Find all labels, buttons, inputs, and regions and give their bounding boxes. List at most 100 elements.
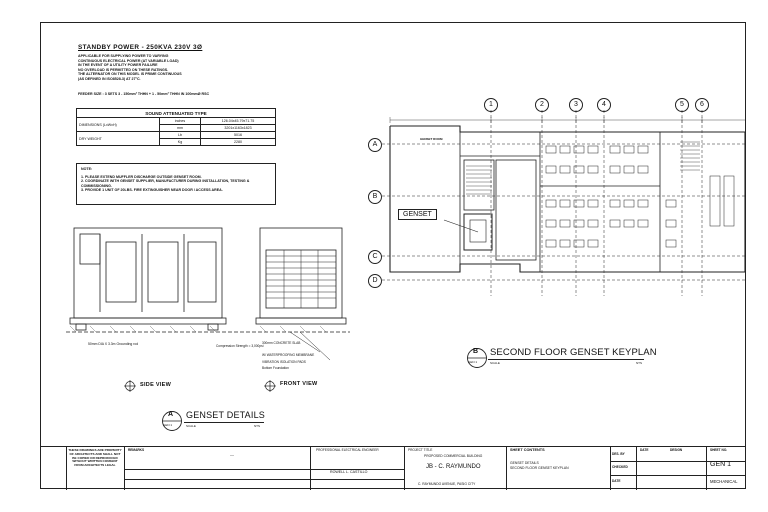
genset-details-title: GENSET DETAILS	[186, 410, 265, 420]
bottom-foundation-label: Bottom Foundation	[262, 366, 289, 370]
dining-tables	[545, 145, 735, 248]
feeder-size: FEEDER SIZE : 3 SETS 3 - 150mm² THHN + 1…	[78, 92, 210, 96]
tb-divider	[66, 447, 67, 490]
spec-unit: Lb	[159, 131, 201, 139]
compression-label: Compression Strength = 3,000psi	[216, 344, 264, 348]
spec-unit: Kg	[159, 138, 201, 146]
grid-bubble-5: 5	[675, 98, 689, 112]
notes-description: APPLICABLE FOR SUPPLYING POWER TO VARYIN…	[78, 54, 182, 81]
genset-callout: GENSET	[398, 209, 437, 220]
tb-divider	[124, 447, 125, 490]
genset-front-view-drawing	[255, 227, 347, 325]
spec-value: 5016	[200, 131, 276, 139]
spec-label: DRY WEIGHT	[76, 131, 160, 146]
project-subtitle: PROPOSED COMMERCIAL BUILDING	[424, 454, 483, 458]
dimension-line	[389, 117, 745, 123]
table-row: Kg 2280	[77, 138, 276, 146]
room-tag: GENSET ROOM	[420, 137, 443, 141]
genset-side-view-drawing	[66, 227, 350, 333]
section-sheet-b: GEN 1	[468, 360, 478, 364]
note-item: 3. PROVIDE 1 UNIT OF 20LBS. FIRE EXTINGU…	[81, 188, 223, 193]
section-letter-a: A	[168, 411, 174, 418]
tb-divider	[506, 447, 507, 490]
date-label-side: DATE	[612, 479, 621, 483]
stairs	[466, 141, 700, 195]
nts-a: NTS	[254, 424, 260, 428]
notes-title: STANDBY POWER - 250KVA 230V 3Ø	[78, 44, 203, 51]
engineer-label: PROFESSIONAL ELECTRICAL ENGINEER	[316, 448, 379, 452]
grid-bubble-4: 4	[597, 98, 611, 112]
genset-room-outline	[463, 213, 493, 251]
remarks-label: REMARKS	[128, 448, 145, 452]
project-label: PROJECT TITLE	[408, 448, 433, 452]
grid-bubble-2: 2	[535, 98, 549, 112]
keyplan-title: SECOND FLOOR GENSET KEYPLAN	[490, 347, 657, 358]
title-underline	[488, 359, 644, 360]
sheet-contents-item: SECOND FLOOR GENSET KEYPLAN	[510, 466, 569, 470]
tb-divider	[404, 447, 405, 490]
sheet-contents-item: GENSET DETAILS	[510, 461, 539, 465]
sheet-no-label: SHEET NO.	[710, 448, 728, 452]
front-view-label: FRONT VIEW	[280, 381, 318, 387]
genset-unit-plan	[469, 219, 487, 243]
des-by-label: DES. BY	[612, 452, 625, 456]
section-marker-b-icon	[467, 348, 487, 368]
genset-elevations	[66, 227, 350, 361]
note-box: NOTE: 1. PLEASE EXTEND MUFFLER DISCHARGE…	[76, 163, 276, 205]
callout-leader	[443, 219, 479, 233]
tb-divider	[636, 447, 637, 490]
building-outline	[389, 125, 746, 273]
grid-bubble-6: 6	[695, 98, 709, 112]
title-underline	[184, 422, 264, 423]
tb-divider	[124, 479, 404, 480]
section-letter-b: B	[473, 348, 479, 355]
vibration-pads-label: VIBRATION ISOLATION PADS	[262, 360, 306, 364]
spec-value: 126.04x45.79x71.75	[200, 117, 276, 125]
side-view-marker-icon	[124, 380, 136, 392]
note-item: 2. COORDINATE WITH GENSET SUPPLIER, MANU…	[81, 179, 250, 188]
side-view-label: SIDE VIEW	[140, 382, 172, 388]
front-view-marker-icon	[264, 380, 276, 392]
grid-lines	[382, 110, 745, 296]
section-sheet-a: GEN 1	[163, 423, 173, 427]
date-label: DATE	[640, 448, 649, 452]
spec-unit: inches	[159, 117, 201, 125]
grounding-rod-label: 50mm DIA X 3.3m Grounding rod	[88, 342, 139, 346]
scale-label-a: SCALE	[186, 424, 196, 428]
grid-bubble-b: B	[368, 190, 382, 204]
note-item: 1. PLEASE EXTEND MUFFLER DISCHARGE OUTSI…	[81, 174, 202, 179]
grid-bubble-1: 1	[484, 98, 498, 112]
foundation-hatch	[69, 325, 327, 333]
engineer-name: ROWELL L. CASTILLO	[330, 470, 368, 474]
leader-lines	[289, 331, 331, 361]
sheet-contents-label: SHEET CONTENTS	[510, 448, 545, 452]
spec-table: SOUND ATTENUATED TYPE DIMENSIONS (LxWxH)…	[76, 108, 276, 146]
design-label: DESIGN	[670, 448, 683, 452]
discipline: MECHANICAL	[710, 479, 738, 484]
grid-bubble-3: 3	[569, 98, 583, 112]
note-heading: NOTE:	[81, 167, 93, 171]
tb-divider	[610, 475, 746, 476]
spec-table-title: SOUND ATTENUATED TYPE	[76, 108, 276, 118]
tb-divider	[610, 461, 746, 462]
waterproofing-label: W/ WATERPROOFING MEMBRANE	[262, 353, 315, 357]
spec-unit: mm	[159, 124, 201, 132]
spec-label: DIMENSIONS (LxWxH)	[76, 117, 160, 132]
table-row: DRY WEIGHT Lb 5016	[76, 131, 276, 146]
interior-walls	[459, 132, 661, 272]
spec-value: 3201x1163x1823	[200, 124, 276, 132]
spec-value: 2280	[200, 138, 276, 146]
floor-plan-drawing	[382, 110, 746, 296]
remarks-value: —	[230, 452, 234, 457]
title-block: THESE DRAWINGS ARE PROPERTY OF ARCHITECT…	[40, 446, 746, 490]
project-name: JB - C. RAYMUNDO	[426, 464, 481, 470]
grid-bubble-d: D	[368, 274, 382, 288]
scale-label-b: SCALE	[490, 361, 500, 365]
project-location: C. RAYMUNDO AVENUE, PASIG CITY	[418, 482, 476, 486]
grid-bubble-a: A	[368, 138, 382, 152]
nts-b: NTS	[636, 361, 642, 365]
tb-divider	[310, 447, 311, 490]
table-row: DIMENSIONS (LxWxH) inches 126.04x45.79x7…	[76, 117, 276, 132]
slab-label: 300mm CONCRETE SLAB	[262, 341, 301, 345]
copyright-stamp: THESE DRAWINGS ARE PROPERTY OF ARCHITECT…	[68, 448, 122, 468]
